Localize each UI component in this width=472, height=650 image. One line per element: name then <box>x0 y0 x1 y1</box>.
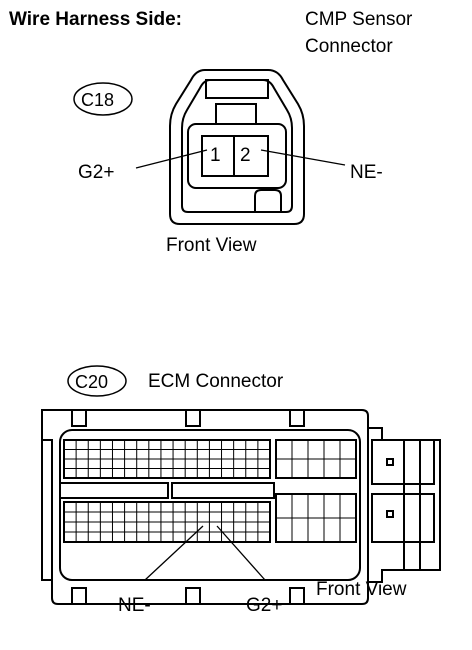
page-title: Wire Harness Side: <box>9 9 183 30</box>
ecm-label-ne-minus: NE- <box>118 595 151 616</box>
ecm-connector-housing <box>41 409 441 605</box>
ecm-pin-leader-lines <box>144 525 266 581</box>
cmp-pin-leader-lines <box>135 149 346 169</box>
cmp-pin-2-number: 2 <box>240 145 251 166</box>
ecm-pin-grid <box>64 440 356 542</box>
cmp-connector-code: C18 <box>81 90 115 110</box>
sensor-title-line1: CMP Sensor <box>305 9 413 30</box>
cmp-label-ne-minus: NE- <box>350 162 383 183</box>
ecm-label-g2-plus: G2+ <box>246 595 283 616</box>
cmp-connector-code-badge <box>73 82 133 116</box>
cmp-pin-1-number: 1 <box>210 145 221 166</box>
ecm-connector-code: C20 <box>75 372 109 392</box>
ecm-front-view-caption: Front View <box>316 579 407 600</box>
cmp-connector-body <box>169 69 305 225</box>
cmp-front-view-caption: Front View <box>166 235 257 256</box>
cmp-label-g2-plus: G2+ <box>78 162 115 183</box>
ecm-connector-code-badge <box>67 365 127 397</box>
ecm-connector-title: ECM Connector <box>148 371 284 392</box>
sensor-title-line2: Connector <box>305 36 393 57</box>
